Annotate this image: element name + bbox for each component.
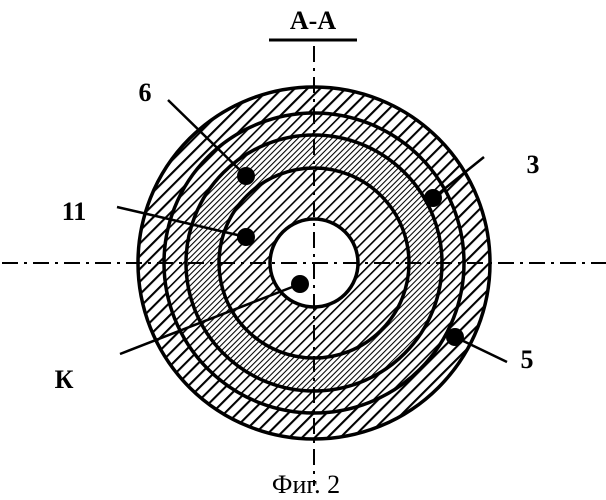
label-3: 3 (527, 150, 540, 179)
section-label: А-А (290, 6, 336, 35)
label-K: К (55, 365, 74, 394)
figure-caption: Фиг. 2 (272, 470, 340, 499)
label-11: 11 (62, 197, 87, 226)
label-5: 5 (521, 345, 534, 374)
label-6: 6 (139, 78, 152, 107)
